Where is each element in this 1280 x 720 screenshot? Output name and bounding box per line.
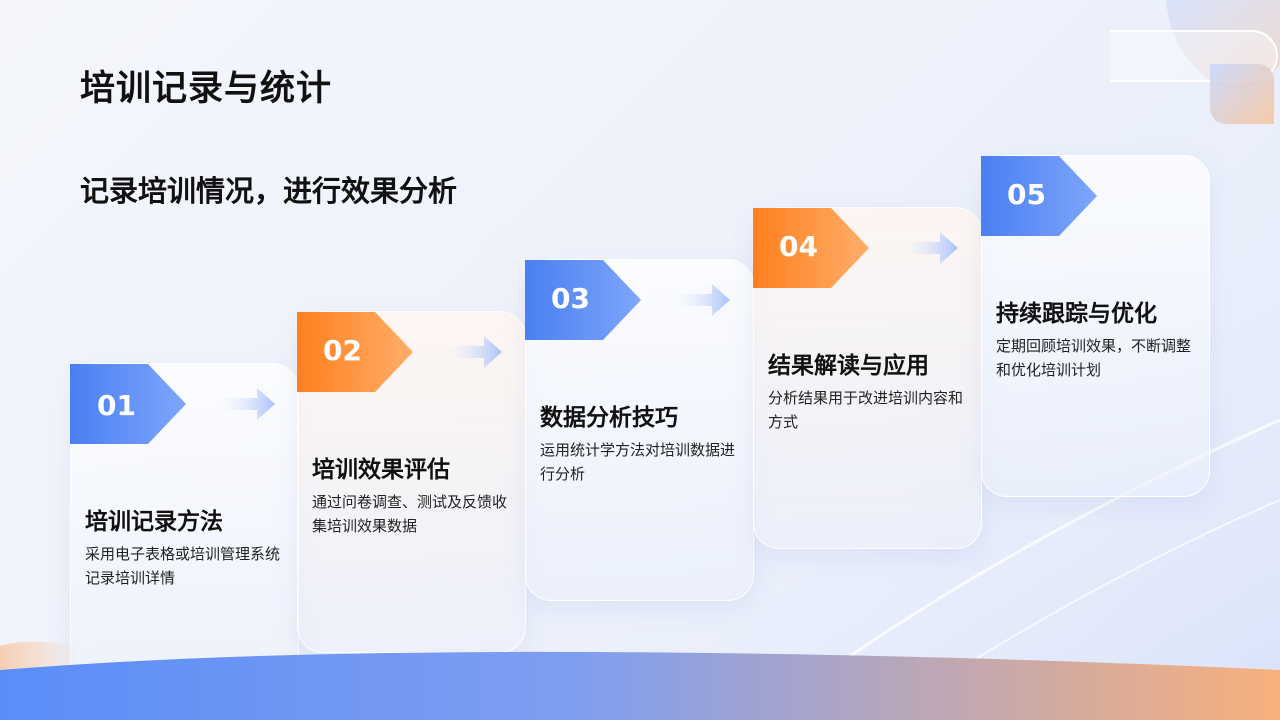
arrow-badge-icon: [525, 260, 641, 340]
bottom-wave-decoration: [0, 641, 1280, 720]
step-description: 定期回顾培训效果，不断调整和优化培训计划: [996, 337, 1192, 379]
step-number: 05: [1007, 178, 1046, 211]
arrow-right-icon: [221, 388, 275, 420]
step-card-03: 03 数据分析技巧 运用统计学方法对培训数据进行分析: [525, 259, 754, 601]
step-number: 02: [323, 334, 362, 367]
step-title: 结果解读与应用: [768, 353, 929, 379]
step-number: 03: [551, 282, 590, 315]
arrow-right-icon: [676, 284, 730, 316]
step-card-04: 04 结果解读与应用 分析结果用于改进培训内容和方式: [753, 207, 982, 549]
arrow-badge-icon: [297, 312, 413, 392]
arrow-badge-icon: [753, 208, 869, 288]
step-badge: 02: [297, 312, 415, 392]
page-title: 培训记录与统计: [80, 69, 333, 109]
step-title: 数据分析技巧: [540, 405, 678, 431]
step-description: 分析结果用于改进培训内容和方式: [768, 389, 964, 431]
step-badge: 01: [70, 364, 188, 444]
arrow-right-icon: [904, 232, 958, 264]
corner-decoration: [1110, 0, 1280, 124]
step-badge: 05: [981, 156, 1099, 236]
step-badge: 04: [753, 208, 871, 288]
arrow-badge-icon: [70, 364, 186, 444]
arrow-right-icon: [448, 336, 502, 368]
step-title: 培训记录方法: [85, 509, 223, 535]
step-title: 培训效果评估: [312, 457, 450, 483]
step-description: 运用统计学方法对培训数据进行分析: [540, 441, 736, 483]
page-subtitle: 记录培训情况，进行效果分析: [80, 174, 458, 208]
step-description: 采用电子表格或培训管理系统记录培训详情: [85, 545, 281, 587]
step-card-01: 01 培训记录方法 采用电子表格或培训管理系统记录培训详情: [70, 363, 299, 705]
step-card-05: 05 持续跟踪与优化 定期回顾培训效果，不断调整和优化培训计划: [981, 155, 1210, 497]
step-card-02: 02 培训效果评估 通过问卷调查、测试及反馈收集培训效果数据: [297, 311, 526, 653]
step-number: 01: [97, 389, 136, 422]
step-badge: 03: [525, 260, 643, 340]
arrow-badge-icon: [981, 156, 1097, 236]
step-title: 持续跟踪与优化: [996, 301, 1157, 327]
step-description: 通过问卷调查、测试及反馈收集培训效果数据: [312, 493, 508, 535]
step-number: 04: [779, 230, 818, 263]
